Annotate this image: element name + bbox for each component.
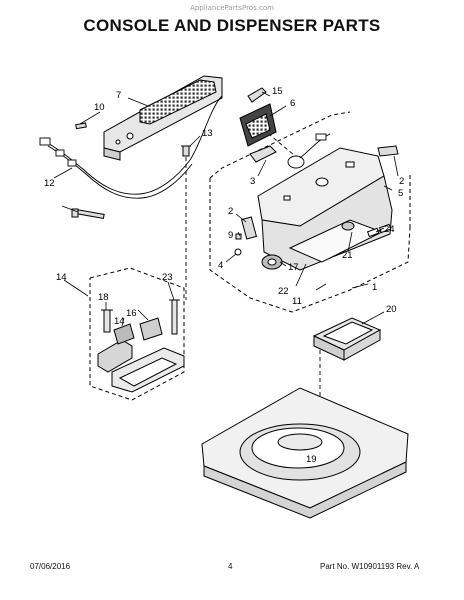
callout-5: 5 <box>398 188 403 199</box>
console-assembly-boundary <box>209 111 411 313</box>
callout-22: 22 <box>278 286 289 297</box>
callout-15: 15 <box>272 86 283 97</box>
bracket-part-3 <box>249 145 277 163</box>
callout-1: 1 <box>372 282 377 293</box>
callout-17: 17 <box>288 262 299 273</box>
leader-lines <box>53 91 399 327</box>
ui-board-part <box>239 87 277 147</box>
screw-part-12 <box>181 145 191 157</box>
callout-14: 14 <box>114 316 125 327</box>
callout-12: 13 <box>202 128 213 139</box>
footer-part-number: Part No. W10901193 Rev. A <box>320 562 420 571</box>
callout-2-left: 2 <box>228 206 233 217</box>
callout-labels: 7 10 13 12 15 6 3 2 5 2 9 4 17 21 24 22 … <box>44 86 404 465</box>
callout-16: 16 <box>126 308 137 319</box>
knob-part <box>261 254 283 270</box>
footer-page-number: 4 <box>228 562 233 571</box>
tie-strap-part <box>71 208 105 219</box>
switch-part <box>287 133 331 169</box>
callout-24: 24 <box>384 224 395 235</box>
callout-19: 19 <box>306 454 317 465</box>
dispenser-assembly-part <box>97 299 185 393</box>
callout-20: 20 <box>386 304 397 315</box>
console-panel-part <box>103 75 223 161</box>
callout-6: 6 <box>290 98 295 109</box>
callout-23: 23 <box>162 272 173 283</box>
wire-harness-part <box>39 95 223 199</box>
callout-4: 4 <box>218 260 223 271</box>
callout-2-right: 2 <box>399 176 404 187</box>
callout-18: 18 <box>98 292 109 303</box>
footer-date: 07/06/2016 <box>30 562 71 571</box>
callout-11: 12 <box>44 178 55 189</box>
callout-10: 11 <box>292 296 302 307</box>
console-housing-part <box>257 147 393 271</box>
top-cabinet-part <box>201 387 409 519</box>
callout-13: 14 <box>56 272 67 283</box>
dispenser-drawer-part <box>312 317 382 361</box>
dispenser-boundary-13 <box>89 267 185 401</box>
callout-21: 21 <box>342 250 353 261</box>
clip-part-2-right <box>377 145 399 157</box>
callout-3: 3 <box>250 176 255 187</box>
callout-7: 7 <box>116 90 121 101</box>
callout-9: 10 <box>94 102 105 113</box>
callout-8: 9 <box>228 230 233 241</box>
watermark: AppliancePartsPros.com <box>190 4 274 12</box>
left-small-parts <box>234 216 258 256</box>
page-title: CONSOLE AND DISPENSER PARTS <box>83 16 381 35</box>
